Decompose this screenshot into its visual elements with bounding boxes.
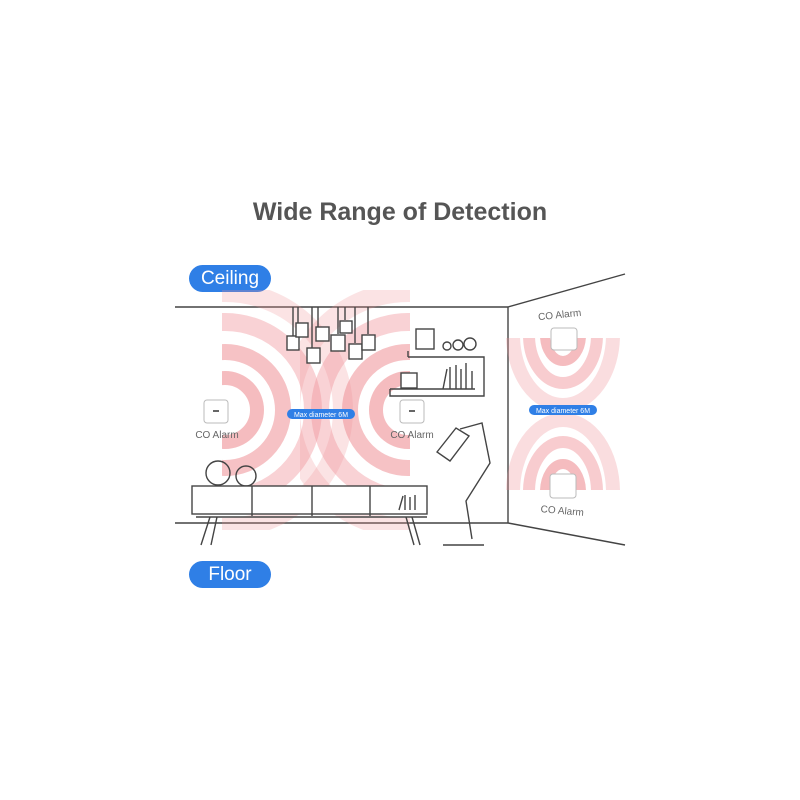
svg-text:CO Alarm: CO Alarm (195, 430, 238, 441)
tv-cabinet (191, 460, 428, 546)
ceiling-label: Ceiling (189, 265, 271, 292)
pendant-lights (286, 307, 376, 364)
room-lines (175, 273, 626, 546)
co-alarm-middle: CO Alarm (390, 399, 434, 441)
wall-shelf (389, 328, 485, 397)
svg-text:Max diameter 6M: Max diameter 6M (536, 408, 590, 415)
svg-text:CO Alarm: CO Alarm (390, 430, 433, 441)
svg-text:CO Alarm: CO Alarm (538, 308, 582, 323)
range-tag-room: Max diameter 6M (287, 409, 355, 419)
floor-label: Floor (189, 561, 271, 588)
floor-lamp (435, 422, 491, 546)
page-title: Wide Range of Detection (252, 198, 548, 226)
co-alarm-left: CO Alarm (195, 399, 239, 441)
co-alarm-wall-bottom: CO Alarm (540, 473, 584, 519)
svg-text:CO Alarm: CO Alarm (540, 504, 584, 519)
co-alarm-wall-top: CO Alarm (538, 308, 582, 351)
range-tag-wall: Max diameter 6M (529, 405, 597, 415)
detection-wave-wall-bottom (506, 413, 620, 490)
svg-text:Max diameter 6M: Max diameter 6M (294, 412, 348, 419)
